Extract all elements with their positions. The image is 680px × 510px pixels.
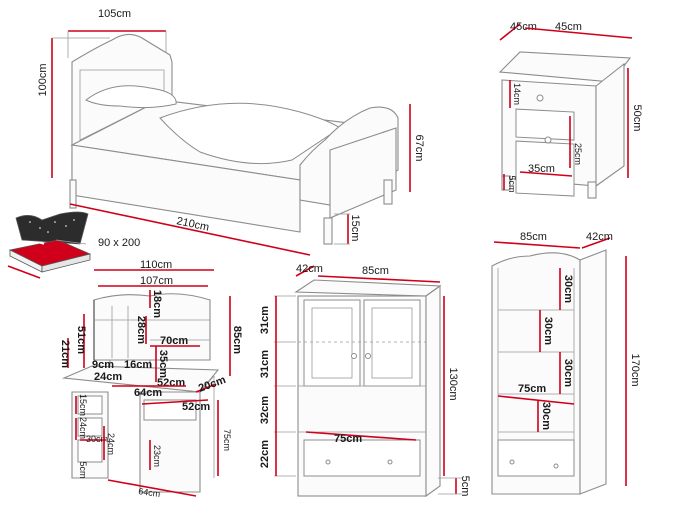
starry-sky-icon xyxy=(15,211,89,245)
desk-drawer-15-label: 15cm xyxy=(78,394,88,416)
bookcase-inner-label: 75cm xyxy=(518,383,546,395)
wardrobe-depth-line xyxy=(295,265,315,277)
bed-length-line xyxy=(69,203,311,256)
nightstand-width-label: 45cm xyxy=(555,21,582,33)
bed-length-label: 210cm xyxy=(175,215,210,234)
nightstand-depth-line xyxy=(499,23,521,41)
nightstand-knob xyxy=(544,136,552,144)
bookcase-shelf-3-label: 30cm xyxy=(562,359,574,387)
desk-side-21-label: 21cm xyxy=(59,340,71,368)
desk-niche-64-label: 64cm xyxy=(134,387,162,399)
nightstand-side xyxy=(595,62,625,188)
desk-leg-5-label: 5cm xyxy=(78,461,88,478)
nightstand-drawer xyxy=(515,108,575,141)
wardrobe-inner-label: 75cm xyxy=(334,433,362,445)
desk-top-width-label: 107cm xyxy=(140,275,173,287)
desk-drawer-30-label: 30cm xyxy=(86,434,108,444)
nightstand-leg xyxy=(501,175,511,191)
desk-total-width-label: 110cm xyxy=(140,259,172,271)
desk-niche-9-label: 9cm xyxy=(92,359,114,371)
wardrobe-width-label: 85cm xyxy=(362,265,389,277)
wardrobe-left-door xyxy=(303,299,361,387)
desk-hutch xyxy=(93,293,211,361)
bed-leg xyxy=(383,179,393,205)
bookcase-side xyxy=(579,249,607,495)
bed-width-label: 105cm xyxy=(98,8,131,20)
wardrobe-section-4-label: 22cm xyxy=(259,440,271,468)
bed: 105cm 100cm 210cm 67cm 15cm xyxy=(37,8,425,256)
mattress-thumbnail: 90 x 200 xyxy=(7,211,140,279)
nightstand-inner-label: 35cm xyxy=(528,163,555,175)
bed-height-label: 100cm xyxy=(37,63,49,96)
wardrobe-inner-line xyxy=(305,431,417,441)
bookcase-inner-line xyxy=(497,395,575,405)
bed-pillow xyxy=(85,85,177,109)
desk-bottom-64-label: 64cm xyxy=(138,486,161,499)
desk-niche-24-label: 24cm xyxy=(94,371,122,383)
wardrobe-height-label: 130cm xyxy=(447,367,459,400)
desk-height-75-label: 75cm xyxy=(222,429,232,451)
nightstand-width-line xyxy=(524,27,633,39)
wardrobe-section-1-label: 31cm xyxy=(259,306,271,334)
wardrobe-right-panel xyxy=(371,307,413,379)
bed-leg-label: 15cm xyxy=(349,215,361,242)
bookcase-depth-label: 42cm xyxy=(586,231,613,243)
bed-leg xyxy=(69,179,77,209)
wardrobe-top xyxy=(294,279,442,297)
wardrobe-section-2-label: 31cm xyxy=(259,350,271,378)
bookcase-shelf-1-label: 30cm xyxy=(562,275,574,303)
bookcase-height-label: 170cm xyxy=(629,353,641,386)
desk-niche-16-label: 16cm xyxy=(124,359,152,371)
mattress-size-label: 90 x 200 xyxy=(98,237,140,249)
desk-shelf-70-label: 70cm xyxy=(160,335,188,347)
bed-side-rail xyxy=(71,144,301,233)
bookcase: 85cm 42cm 30cm 30cm 30cm 30cm 75cm 170cm xyxy=(491,231,641,495)
bookcase-drawer xyxy=(497,439,575,477)
bed-footboard-front xyxy=(329,127,397,219)
nightstand-leg-label: 5cm xyxy=(507,175,517,192)
bookcase-shelf-2-label: 30cm xyxy=(542,317,554,345)
wardrobe-drawer xyxy=(303,439,421,477)
desk-drawer-24b-label: 24cm xyxy=(106,433,116,455)
desk-side-51-label: 51cm xyxy=(75,326,87,354)
desk-cabinet-drawer xyxy=(143,399,197,421)
wardrobe-width-line xyxy=(317,275,441,283)
desk-arch-label: 18cm xyxy=(151,290,163,318)
desk: 110cm 107cm 18cm 28cm 70cm 51cm 21cm 9cm… xyxy=(59,259,243,499)
wardrobe-side xyxy=(425,284,441,498)
bookcase-width-line xyxy=(493,241,581,249)
wardrobe: 42cm 85cm 31cm 31cm 32cm 22cm 130cm 75cm… xyxy=(259,263,471,498)
desk-niche-35-label: 35cm xyxy=(157,350,169,378)
nightstand-drawer-label: 14cm xyxy=(512,83,522,105)
nightstand-top xyxy=(498,51,632,83)
wardrobe-depth-label: 42cm xyxy=(296,263,323,275)
desk-depth-52-label: 52cm xyxy=(182,401,210,413)
bed-footboard-label: 67cm xyxy=(413,135,425,162)
nightstand-cabinet-label: 25cm xyxy=(573,143,583,165)
bookcase-depth-line xyxy=(581,237,611,249)
nightstand-knob xyxy=(536,94,544,102)
desk-drawer xyxy=(77,417,103,437)
wardrobe-section-3-label: 32cm xyxy=(259,396,271,424)
wardrobe-left-panel xyxy=(311,307,353,379)
desk-shelf-28-label: 28cm xyxy=(135,316,147,344)
nightstand-door xyxy=(515,140,575,197)
wardrobe-knob xyxy=(351,353,357,359)
desk-knee-23-label: 23cm xyxy=(152,445,162,467)
desk-height-85-label: 85cm xyxy=(231,326,243,354)
nightstand: 45cm 45cm 50cm 14cm 25cm 35cm 5cm xyxy=(498,21,643,199)
bookcase-shelf-4-label: 30cm xyxy=(540,402,552,430)
bed-leg xyxy=(323,217,333,245)
wardrobe-knob xyxy=(365,353,371,359)
mattress-dim-line xyxy=(7,265,41,279)
nightstand-height-label: 50cm xyxy=(631,105,643,132)
desk-drawer-24-label: 24cm xyxy=(78,417,88,439)
wardrobe-leg-label: 5cm xyxy=(459,476,471,497)
bookcase-width-label: 85cm xyxy=(520,231,547,243)
nightstand-leg xyxy=(587,181,597,199)
nightstand-inner-line xyxy=(519,171,573,177)
nightstand-depth-label: 45cm xyxy=(510,21,537,33)
desk-drawer xyxy=(77,395,103,415)
